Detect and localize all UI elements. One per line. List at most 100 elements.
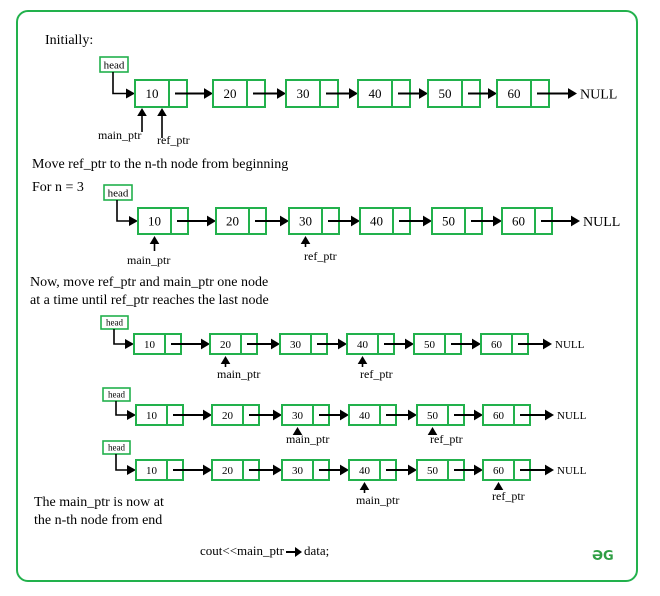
list-node: 50 — [431, 207, 483, 235]
node-value: 30 — [299, 214, 312, 229]
arrow-head-icon — [349, 88, 358, 99]
null-label: NULL — [557, 465, 587, 477]
arrow-head-icon — [126, 88, 135, 99]
node-value: 10 — [146, 465, 158, 477]
node-value: 60 — [508, 86, 521, 101]
arrow-head-icon — [571, 215, 580, 227]
node-value: 10 — [144, 339, 156, 351]
node-value: 10 — [146, 410, 158, 422]
null-label: NULL — [557, 410, 587, 422]
node-value: 30 — [297, 86, 310, 101]
list-node: 60 — [480, 333, 529, 355]
arrow-head-icon — [545, 409, 554, 421]
arrow-head-icon — [204, 88, 213, 99]
arrow-head-icon — [488, 88, 497, 99]
main-ptr-label: main_ptr — [98, 128, 141, 142]
main-ptr-label: main_ptr — [356, 493, 399, 507]
null-label: NULL — [583, 215, 620, 230]
head-label: head — [108, 188, 129, 200]
head-connector — [116, 200, 130, 222]
null-label: NULL — [580, 87, 617, 102]
caption-result-1: The main_ptr is now at — [34, 495, 164, 510]
arrow-head-icon — [203, 409, 212, 421]
ref-ptr-label: ref_ptr — [360, 367, 393, 381]
node-value: 60 — [491, 339, 503, 351]
arrow-head-icon — [201, 338, 210, 350]
arrow-head-icon — [127, 410, 136, 420]
list-node: 20 — [209, 333, 258, 355]
arrow-head-icon — [351, 215, 360, 227]
arrow-head-icon — [543, 338, 552, 350]
head-connector — [112, 72, 127, 95]
arrow-up-icon — [220, 356, 231, 364]
head-connector — [115, 454, 128, 471]
arrow-head-icon — [273, 409, 282, 421]
caption-for-n: For n = 3 — [32, 180, 84, 195]
head-label: head — [104, 60, 125, 72]
arrow-head-icon — [340, 409, 349, 421]
arrow-head-icon — [493, 215, 502, 227]
list-node: 10 — [133, 333, 182, 355]
arrow-head-icon — [408, 409, 417, 421]
arrow-up-icon — [493, 482, 504, 490]
head-label: head — [108, 390, 125, 400]
caption-initially: Initially: — [45, 33, 94, 48]
arrow-head-icon — [280, 215, 289, 227]
node-value: 10 — [148, 214, 161, 229]
main-ptr-label: main_ptr — [127, 253, 170, 267]
ref-ptr-label: ref_ptr — [430, 432, 463, 446]
node-value: 30 — [292, 410, 304, 422]
node-value: 40 — [370, 214, 383, 229]
arrow-head-icon — [271, 338, 280, 350]
head-label: head — [106, 318, 123, 328]
arrow-head-icon — [405, 338, 414, 350]
node-value: 20 — [224, 86, 237, 101]
node-value: 40 — [359, 465, 371, 477]
list-node: 40 — [359, 207, 411, 235]
gfg-logo: ƏG — [592, 549, 614, 564]
node-value: 50 — [424, 339, 436, 351]
list-node: 20 — [211, 459, 260, 481]
arrow-head-icon — [423, 215, 432, 227]
arrow-head-icon — [474, 464, 483, 476]
list-node: 60 — [482, 459, 531, 481]
ref-ptr-label: ref_ptr — [492, 489, 525, 503]
head-connector — [113, 329, 126, 345]
caption-now-move-2: at a time until ref_ptr reaches the last… — [30, 293, 269, 308]
arrow-head-icon — [127, 465, 136, 475]
node-value: 40 — [357, 339, 369, 351]
node-value: 20 — [220, 339, 232, 351]
node-value: 30 — [290, 339, 302, 351]
caption-result-2: the n-th node from end — [34, 513, 163, 528]
arrow-up-icon — [137, 108, 147, 116]
arrow-head-icon — [207, 215, 216, 227]
arrow-head-icon — [338, 338, 347, 350]
node-value: 40 — [369, 86, 382, 101]
node-value: 50 — [439, 86, 452, 101]
list-node: 30 — [285, 79, 339, 108]
node-value: 60 — [493, 410, 505, 422]
node-value: 30 — [292, 465, 304, 477]
arrow-head-icon — [129, 216, 138, 226]
arrow-head-icon — [125, 339, 134, 349]
node-value: 20 — [222, 465, 234, 477]
node-value: 20 — [222, 410, 234, 422]
ref-ptr-label: ref_ptr — [157, 133, 190, 147]
node-value: 40 — [359, 410, 371, 422]
arrow-right-icon — [285, 547, 302, 558]
code-suffix: data; — [303, 543, 330, 558]
head-box — [99, 56, 129, 73]
arrow-head-icon — [474, 409, 483, 421]
arrow-head-icon — [419, 88, 428, 99]
node-value: 60 — [512, 214, 525, 229]
node-value: 20 — [226, 214, 239, 229]
arrow-up-icon — [292, 427, 303, 435]
arrow-head-icon — [568, 88, 577, 99]
head-label: head — [108, 443, 125, 453]
